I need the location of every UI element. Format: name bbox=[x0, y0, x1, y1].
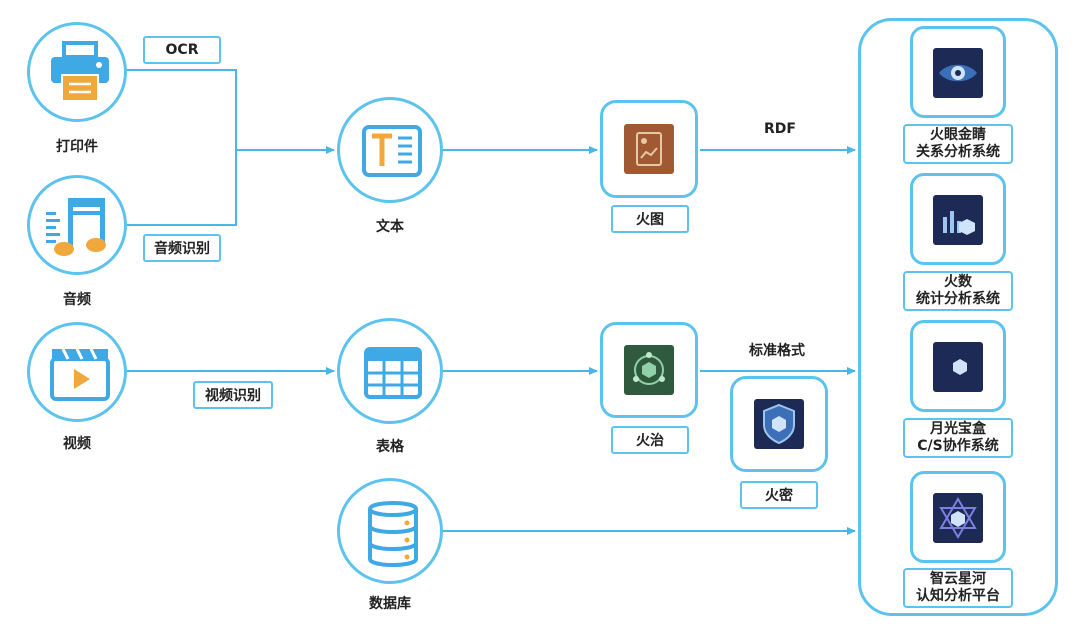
audio-recognition-tag: 音频识别 bbox=[143, 234, 221, 262]
hexagram-cube-icon bbox=[933, 493, 983, 543]
table-label: 表格 bbox=[376, 439, 404, 455]
system-node-3 bbox=[910, 320, 1006, 412]
system-label-3: 月光宝盒 C/S协作系统 bbox=[903, 418, 1013, 458]
huotu-label: 火图 bbox=[611, 205, 689, 233]
printer-icon bbox=[51, 41, 109, 102]
huozhi-node bbox=[600, 322, 698, 418]
video-node bbox=[27, 322, 127, 422]
huomi-node bbox=[730, 376, 828, 472]
printer-label: 打印件 bbox=[56, 139, 98, 155]
system-node-2 bbox=[910, 173, 1006, 265]
database-icon bbox=[368, 501, 418, 567]
system-label-2: 火数 统计分析系统 bbox=[903, 271, 1013, 311]
printer-node bbox=[27, 22, 127, 122]
system-label-3-line1: 月光宝盒 bbox=[930, 421, 986, 437]
system-label-2-line2: 统计分析系统 bbox=[916, 291, 1000, 307]
huotu-node bbox=[600, 100, 698, 198]
standard-format-edge-label: 标准格式 bbox=[749, 343, 805, 359]
edge-printer-to-text bbox=[127, 69, 237, 150]
rdf-edge-label: RDF bbox=[764, 121, 796, 137]
cube-network-icon bbox=[624, 345, 674, 395]
eye-icon bbox=[933, 48, 983, 98]
table-node bbox=[337, 318, 443, 424]
text-label: 文本 bbox=[376, 219, 404, 235]
database-label: 数据库 bbox=[369, 596, 411, 612]
system-label-4-line2: 认知分析平台 bbox=[916, 588, 1000, 604]
bar-chart-cube-icon bbox=[933, 195, 983, 245]
audio-node bbox=[27, 175, 127, 275]
huomi-label: 火密 bbox=[740, 481, 818, 509]
database-node bbox=[337, 478, 443, 584]
system-node-4 bbox=[910, 471, 1006, 563]
text-node bbox=[337, 97, 443, 203]
huozhi-label: 火治 bbox=[611, 426, 689, 454]
music-note-icon bbox=[46, 198, 106, 256]
system-label-1: 火眼金睛 关系分析系统 bbox=[903, 124, 1013, 164]
system-label-4: 智云星河 认知分析平台 bbox=[903, 568, 1013, 608]
system-node-1 bbox=[910, 26, 1006, 118]
ocr-tag: OCR bbox=[143, 36, 221, 64]
edge-audio-to-text bbox=[127, 150, 237, 226]
shield-cube-icon bbox=[754, 399, 804, 449]
video-recognition-tag: 视频识别 bbox=[193, 381, 273, 409]
table-grid-icon bbox=[364, 347, 422, 399]
system-label-3-line2: C/S协作系统 bbox=[917, 438, 999, 454]
audio-label: 音频 bbox=[63, 292, 91, 308]
graph-document-icon bbox=[624, 124, 674, 174]
system-label-2-line1: 火数 bbox=[944, 274, 972, 290]
text-document-icon bbox=[362, 125, 422, 177]
video-label: 视频 bbox=[63, 436, 91, 452]
system-label-4-line1: 智云星河 bbox=[930, 571, 986, 587]
video-clapper-icon bbox=[50, 348, 110, 401]
moon-cube-icon bbox=[933, 342, 983, 392]
system-label-1-line1: 火眼金睛 bbox=[930, 127, 986, 143]
system-label-1-line2: 关系分析系统 bbox=[916, 144, 1000, 160]
